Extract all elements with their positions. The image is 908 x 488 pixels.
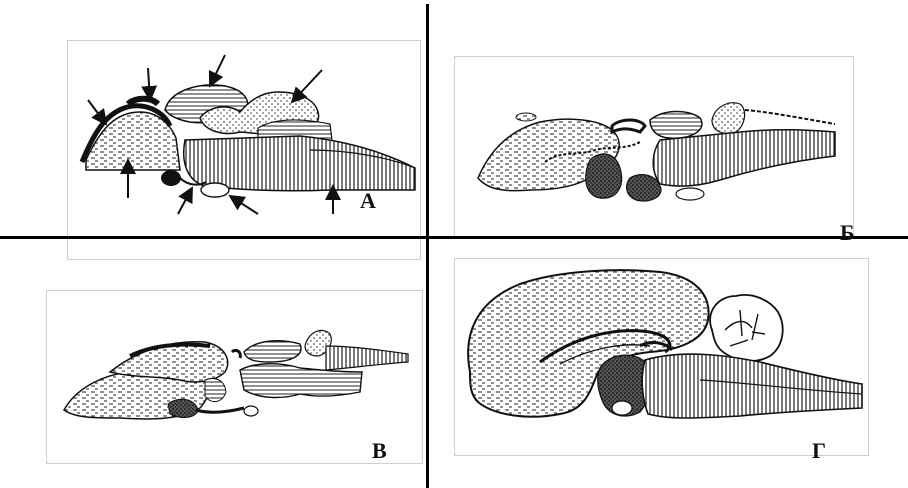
- panel-b-drawing: [478, 103, 835, 201]
- panel-label-b: Б: [840, 222, 855, 244]
- horizontal-divider: [0, 236, 908, 239]
- vertical-divider: [426, 4, 429, 488]
- panel-g-drawing: [468, 270, 862, 418]
- panel-v-drawing: [64, 330, 408, 419]
- panel-label-g: Г: [812, 440, 826, 462]
- panel-label-a: А: [360, 190, 376, 212]
- panel-label-v: В: [372, 440, 387, 462]
